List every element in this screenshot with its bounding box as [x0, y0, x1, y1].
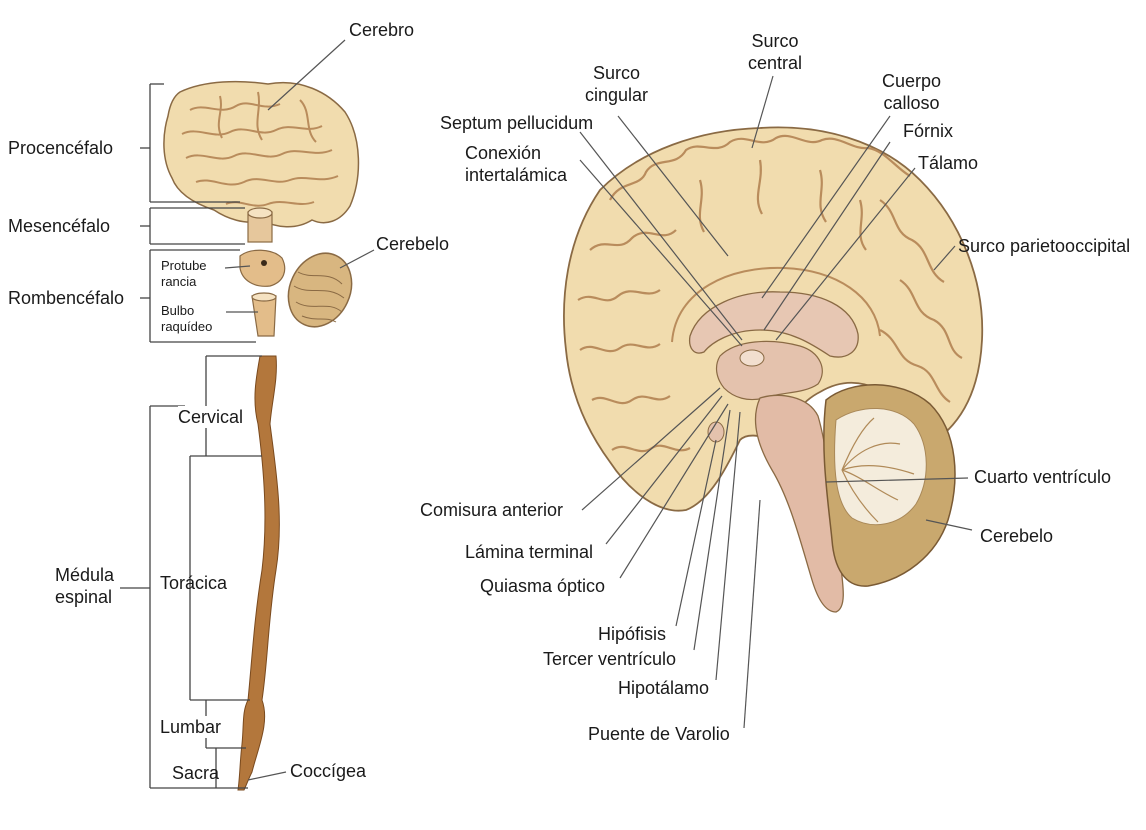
right-cerebellum — [824, 385, 955, 586]
label-medula-line2: espinal — [55, 586, 114, 608]
label-surco-cingular: Surco cingular — [585, 62, 648, 106]
label-protuberancia: Protube rancia — [161, 258, 207, 290]
label-surco-central-line2: central — [748, 52, 802, 74]
label-surco-central: Surco central — [748, 30, 802, 74]
label-tercer-ventriculo: Tercer ventrículo — [543, 648, 676, 670]
label-protuberancia-line1: Protube — [161, 258, 207, 274]
label-septum-pellucidum: Septum pellucidum — [440, 112, 593, 134]
label-cuerpo-calloso: Cuerpo calloso — [882, 70, 941, 114]
label-toracica: Torácica — [160, 572, 227, 594]
label-procencefalo: Procencéfalo — [8, 137, 113, 159]
label-cervical: Cervical — [178, 406, 243, 428]
label-lumbar: Lumbar — [160, 716, 221, 738]
label-surco-parietooccipital: Surco parietooccipital — [958, 235, 1130, 257]
label-sacra: Sacra — [172, 762, 219, 784]
label-surco-central-line1: Surco — [748, 30, 802, 52]
left-spinal-cord — [238, 356, 279, 790]
label-bulbo-line1: Bulbo — [161, 303, 212, 319]
label-bulbo-line2: raquídeo — [161, 319, 212, 335]
label-protuberancia-line2: rancia — [161, 274, 207, 290]
label-puente-de-varolio: Puente de Varolio — [588, 723, 730, 745]
label-surco-cingular-line1: Surco — [585, 62, 648, 84]
label-hipofisis: Hipófisis — [598, 623, 666, 645]
label-cerebro: Cerebro — [349, 19, 414, 41]
label-lamina-terminal: Lámina terminal — [465, 541, 593, 563]
label-comisura-anterior: Comisura anterior — [420, 499, 563, 521]
label-rombencefalo: Rombencéfalo — [8, 287, 124, 309]
label-surco-cingular-line2: cingular — [585, 84, 648, 106]
label-conexion-line2: intertalámica — [465, 164, 567, 186]
label-medula-line1: Médula — [55, 564, 114, 586]
label-quiasma-optico: Quiasma óptico — [480, 575, 605, 597]
label-talamo: Tálamo — [918, 152, 978, 174]
label-coccigea: Coccígea — [290, 760, 366, 782]
label-medula-espinal: Médula espinal — [55, 564, 114, 608]
left-cerebellum — [277, 243, 363, 337]
label-fornix: Fórnix — [903, 120, 953, 142]
label-bulbo: Bulbo raquídeo — [161, 303, 212, 335]
label-cuerpo-calloso-line1: Cuerpo — [882, 70, 941, 92]
label-mesencefalo: Mesencéfalo — [8, 215, 110, 237]
left-pons — [240, 250, 285, 286]
label-cuerpo-calloso-line2: calloso — [882, 92, 941, 114]
label-hipotalamo: Hipotálamo — [618, 677, 709, 699]
right-interthalamic-adhesion — [740, 350, 764, 366]
label-cuarto-ventriculo: Cuarto ventrículo — [974, 466, 1111, 488]
label-cerebelo-left: Cerebelo — [376, 233, 449, 255]
left-medulla — [252, 293, 276, 336]
label-conexion-line1: Conexión — [465, 142, 567, 164]
left-mesencephalon — [248, 208, 272, 242]
label-cerebelo-right: Cerebelo — [980, 525, 1053, 547]
label-conexion-intertalamica: Conexión intertalámica — [465, 142, 567, 186]
